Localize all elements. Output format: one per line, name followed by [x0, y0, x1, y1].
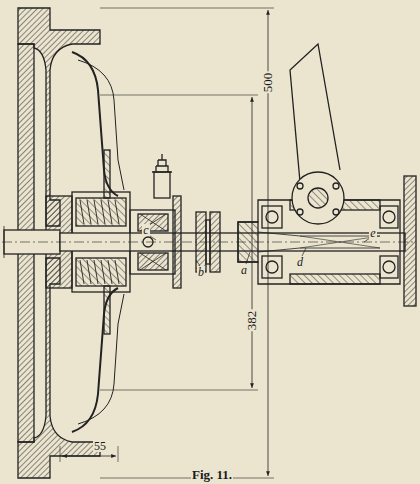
- dimension-line: [62, 456, 116, 457]
- part-letter: c: [142, 224, 149, 236]
- figure-caption: Fig. 11.: [191, 468, 233, 481]
- part-letter: b: [197, 266, 205, 278]
- part-letter: e: [369, 227, 376, 239]
- dimension-value: 55: [93, 440, 107, 452]
- sliding-sleeve: [130, 210, 175, 274]
- part-letter: a: [240, 264, 248, 276]
- lever: [290, 44, 340, 182]
- lubricator: [154, 172, 170, 198]
- dimension-line: [252, 97, 253, 388]
- spring-plate: [72, 52, 118, 196]
- dimension-value: 382: [246, 309, 259, 331]
- spring-plate: [72, 288, 118, 432]
- wall: [404, 176, 416, 306]
- coupling: [196, 212, 206, 272]
- dimension-value: 500: [262, 71, 275, 93]
- part-letter: d: [296, 256, 304, 268]
- lever-hub: [292, 172, 344, 224]
- coupling: [210, 212, 220, 272]
- collar: [173, 196, 181, 288]
